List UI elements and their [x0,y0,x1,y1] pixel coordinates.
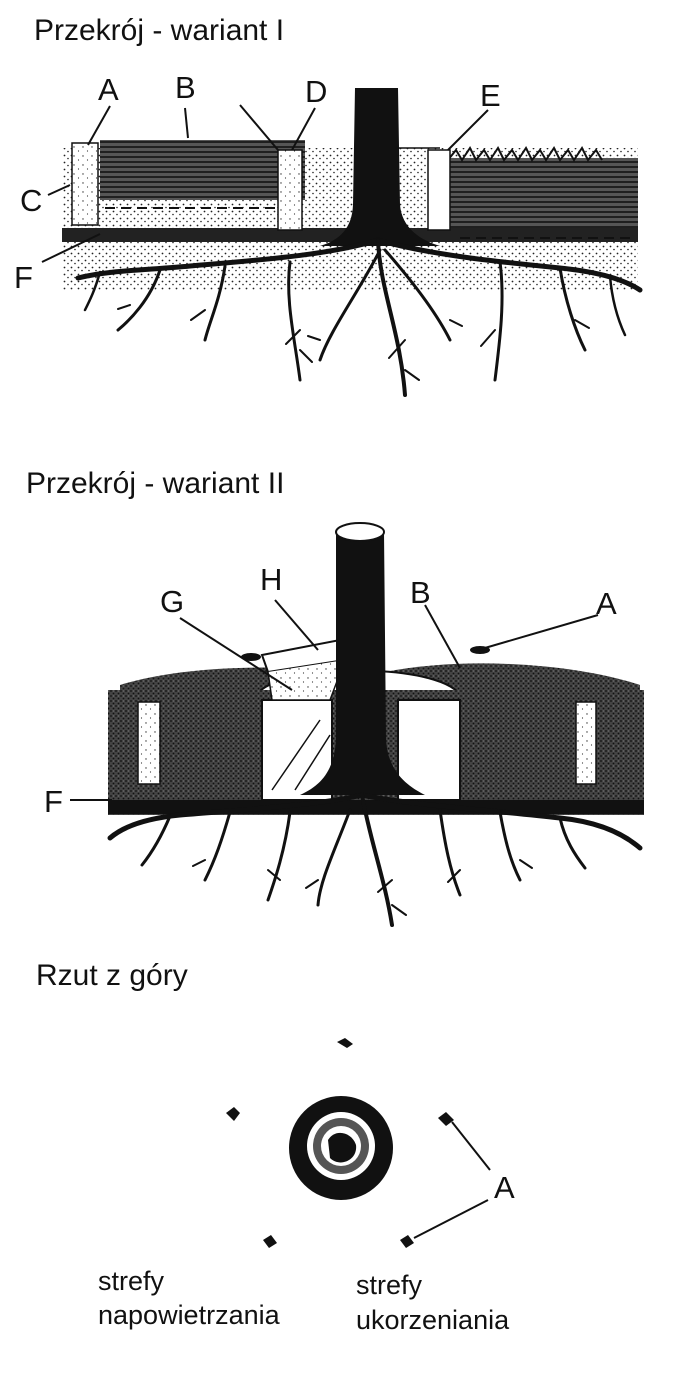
aeration-point-top-3 [438,1112,454,1126]
leaders-top [413,1121,491,1239]
section-variant-2: Przekrój - wariant II [26,467,644,927]
caption-aeration-line1: strefy [98,1266,165,1296]
aeration-point-top-4 [263,1235,277,1248]
pipe-d-v1 [277,149,303,231]
roots-v2 [107,792,643,927]
leaders-v1 [41,104,489,263]
roots-v1 [75,237,643,397]
caption-rooting-line2: ukorzeniania [356,1305,510,1335]
aeration-point-top-5 [400,1235,414,1248]
pit-right-v2 [397,699,461,801]
heading-top-view: Rzut z góry [36,959,188,992]
aeration-pipe-right-v2 [575,701,597,785]
label-a-v2: A [596,586,617,621]
tree-trunk-v1 [320,88,440,246]
surface-marker-left-v2 [241,653,261,661]
section-variant-1: Przekrój - wariant I [14,14,643,397]
label-c-v1: C [20,183,42,218]
tree-trunk-v2 [300,522,425,795]
label-f-v2: F [44,784,63,819]
aeration-point-top-1 [337,1038,353,1048]
heading-variant-1: Przekrój - wariant I [34,14,284,47]
label-a-top: A [494,1170,515,1205]
aeration-pipe-a-v1 [71,142,99,226]
mulch-layer-b-v1 [100,140,305,200]
label-g-v2: G [160,584,184,619]
mulch-layer-right-v1 [448,158,638,228]
aeration-points-top [226,1038,454,1248]
caption-rooting-line1: strefy [356,1270,423,1300]
label-h-v2: H [260,562,282,597]
heading-variant-2: Przekrój - wariant II [26,467,284,500]
label-f-v1: F [14,260,33,295]
label-e-v1: E [480,78,501,113]
label-b-v2: B [410,575,431,610]
pipe-e-v1 [427,149,451,231]
label-a-v1: A [98,72,119,107]
aeration-point-top-2 [226,1107,240,1121]
label-d-v1: D [305,74,327,109]
caption-aeration-line2: napowietrzania [98,1300,281,1330]
section-top-view: Rzut z góry A strefy napowietrzania stre… [36,959,515,1335]
label-b-v1: B [175,70,196,105]
aeration-pipe-left-v2 [137,701,161,785]
leaders-v2 [70,599,599,801]
tree-top-ring [289,1096,393,1200]
